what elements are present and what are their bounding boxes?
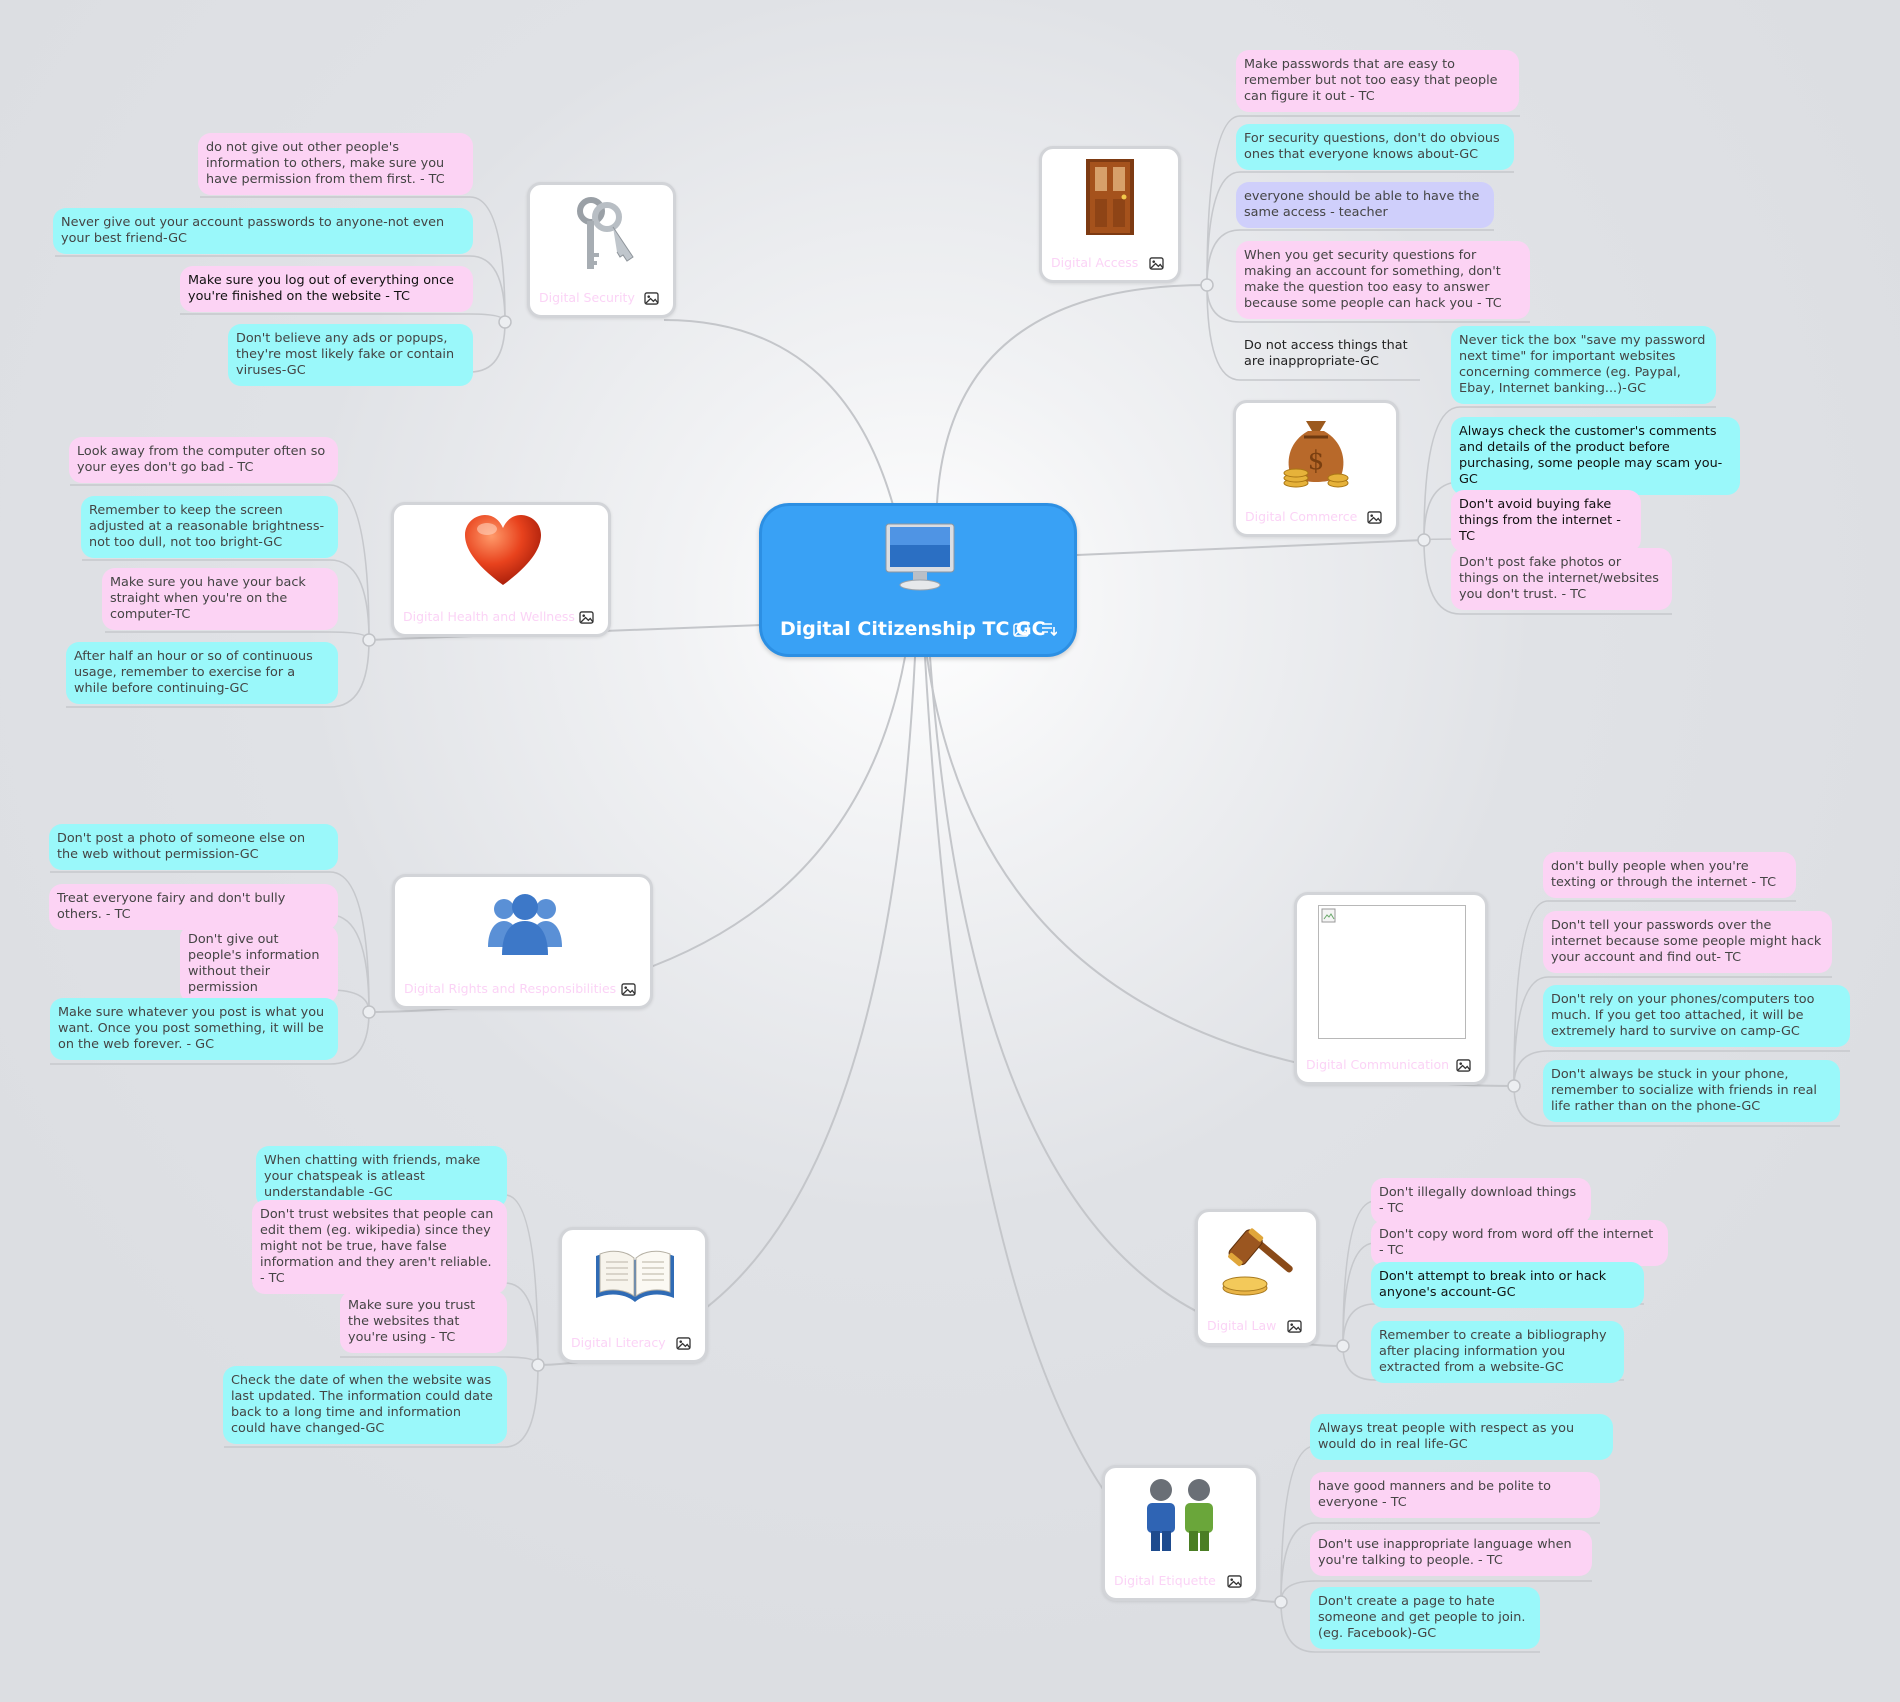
leaf-law-4[interactable]: Remember to create a bibliography after …	[1371, 1321, 1624, 1383]
people-group-icon	[488, 894, 562, 955]
image-icon[interactable]	[1367, 511, 1382, 524]
topic-label: Digital Communication	[1306, 1057, 1450, 1072]
keys-icon	[577, 197, 634, 269]
leaf-commerce-1[interactable]: Never tick the box "save my password nex…	[1451, 326, 1716, 404]
topic-label: Digital Commerce	[1245, 509, 1358, 524]
image-icon[interactable]	[621, 983, 636, 996]
leaf-communication-2[interactable]: Don't tell your passwords over the inter…	[1543, 911, 1832, 973]
image-icon[interactable]	[1456, 1059, 1471, 1072]
topic-digital-commerce[interactable]: $ Digital Commerce	[1233, 400, 1399, 537]
topic-label: Digital Literacy	[571, 1335, 666, 1350]
leaf-security-4[interactable]: Don't believe any ads or popups, they're…	[228, 324, 473, 386]
leaf-security-3[interactable]: Make sure you log out of everything once…	[180, 266, 473, 312]
topic-digital-rights[interactable]: Digital Rights and Responsibilities	[392, 874, 653, 1009]
topic-digital-law[interactable]: Digital Law	[1195, 1209, 1319, 1346]
leaf-literacy-4[interactable]: Check the date of when the website was l…	[223, 1366, 507, 1444]
leaf-law-1[interactable]: Don't illegally download things - TC	[1371, 1178, 1591, 1224]
leaf-access-2[interactable]: For security questions, don't do obvious…	[1236, 124, 1514, 170]
topic-digital-access[interactable]: Digital Access	[1039, 146, 1181, 283]
leaf-rights-1[interactable]: Don't post a photo of someone else on th…	[49, 824, 338, 870]
heart-icon	[465, 515, 541, 585]
leaf-rights-2[interactable]: Treat everyone fairy and don't bully oth…	[49, 884, 338, 930]
topic-label: Digital Security	[539, 290, 635, 305]
broken-image-icon	[1318, 905, 1466, 1039]
image-icon[interactable]	[676, 1337, 691, 1350]
leaf-literacy-1[interactable]: When chatting with friends, make your ch…	[256, 1146, 507, 1208]
leaf-health-3[interactable]: Make sure you have your back straight wh…	[102, 568, 338, 630]
leaf-literacy-3[interactable]: Make sure you trust the websites that yo…	[340, 1291, 507, 1353]
topic-label: Digital Law	[1207, 1318, 1277, 1333]
door-icon	[1086, 159, 1134, 235]
leaf-literacy-2[interactable]: Don't trust websites that people can edi…	[252, 1200, 507, 1294]
gavel-icon	[1222, 1228, 1293, 1296]
leaf-access-4[interactable]: When you get security questions for maki…	[1236, 241, 1530, 319]
two-people-icon	[1147, 1479, 1213, 1551]
leaf-access-1[interactable]: Make passwords that are easy to remember…	[1236, 50, 1519, 112]
image-icon[interactable]	[579, 611, 594, 624]
leaf-communication-3[interactable]: Don't rely on your phones/computers too …	[1543, 985, 1850, 1047]
leaf-health-1[interactable]: Look away from the computer often so you…	[69, 437, 338, 483]
leaf-access-3[interactable]: everyone should be able to have the same…	[1236, 182, 1494, 228]
topic-digital-communication[interactable]: Digital Communication	[1294, 892, 1488, 1085]
leaf-etiquette-1[interactable]: Always treat people with respect as you …	[1310, 1414, 1613, 1460]
image-icon[interactable]	[1287, 1320, 1302, 1333]
topic-label: Digital Health and Wellness	[403, 609, 575, 624]
topic-digital-health[interactable]: Digital Health and Wellness	[391, 502, 611, 637]
leaf-rights-4[interactable]: Make sure whatever you post is what you …	[50, 998, 338, 1060]
image-icon[interactable]	[1149, 257, 1164, 270]
image-icon[interactable]	[1227, 1575, 1242, 1588]
topic-label: Digital Etiquette	[1114, 1573, 1216, 1588]
image-icon[interactable]	[1013, 623, 1029, 637]
leaf-law-2[interactable]: Don't copy word from word off the intern…	[1371, 1220, 1668, 1266]
central-topic[interactable]: Digital Citizenship TC GC	[759, 503, 1077, 657]
svg-text:$: $	[1308, 446, 1325, 476]
book-icon	[596, 1250, 674, 1302]
topic-label: Digital Access	[1051, 255, 1139, 270]
leaf-security-2[interactable]: Never give out your account passwords to…	[53, 208, 473, 254]
topic-digital-security[interactable]: Digital Security	[527, 182, 676, 318]
topic-digital-etiquette[interactable]: Digital Etiquette	[1102, 1465, 1259, 1601]
leaf-commerce-2[interactable]: Always check the customer's comments and…	[1451, 417, 1740, 495]
leaf-health-2[interactable]: Remember to keep the screen adjusted at …	[81, 496, 338, 558]
topic-digital-literacy[interactable]: Digital Literacy	[559, 1227, 708, 1363]
leaf-etiquette-3[interactable]: Don't use inappropriate language when yo…	[1310, 1530, 1592, 1576]
notes-icon[interactable]	[1041, 622, 1057, 636]
money-bag-icon: $	[1283, 421, 1349, 488]
leaf-health-4[interactable]: After half an hour or so of continuous u…	[66, 642, 338, 704]
leaf-etiquette-2[interactable]: have good manners and be polite to every…	[1310, 1472, 1600, 1518]
image-icon[interactable]	[644, 292, 659, 305]
central-title: Digital Citizenship TC GC	[780, 618, 1046, 640]
topic-label: Digital Rights and Responsibilities	[404, 981, 617, 996]
leaf-communication-1[interactable]: don't bully people when you're texting o…	[1543, 852, 1796, 898]
leaf-commerce-4[interactable]: Don't post fake photos or things on the …	[1451, 548, 1672, 610]
leaf-law-3[interactable]: Don't attempt to break into or hack anyo…	[1371, 1262, 1644, 1308]
leaf-rights-3[interactable]: Don't give out people's information with…	[180, 925, 338, 1003]
leaf-commerce-3[interactable]: Don't avoid buying fake things from the …	[1451, 490, 1641, 552]
leaf-etiquette-4[interactable]: Don't create a page to hate someone and …	[1310, 1587, 1540, 1649]
leaf-access-5[interactable]: Do not access things that are inappropri…	[1244, 338, 1408, 369]
leaf-communication-4[interactable]: Don't always be stuck in your phone, rem…	[1543, 1060, 1840, 1122]
leaf-security-1[interactable]: do not give out other people's informati…	[198, 133, 473, 195]
monitor-icon	[885, 523, 955, 591]
